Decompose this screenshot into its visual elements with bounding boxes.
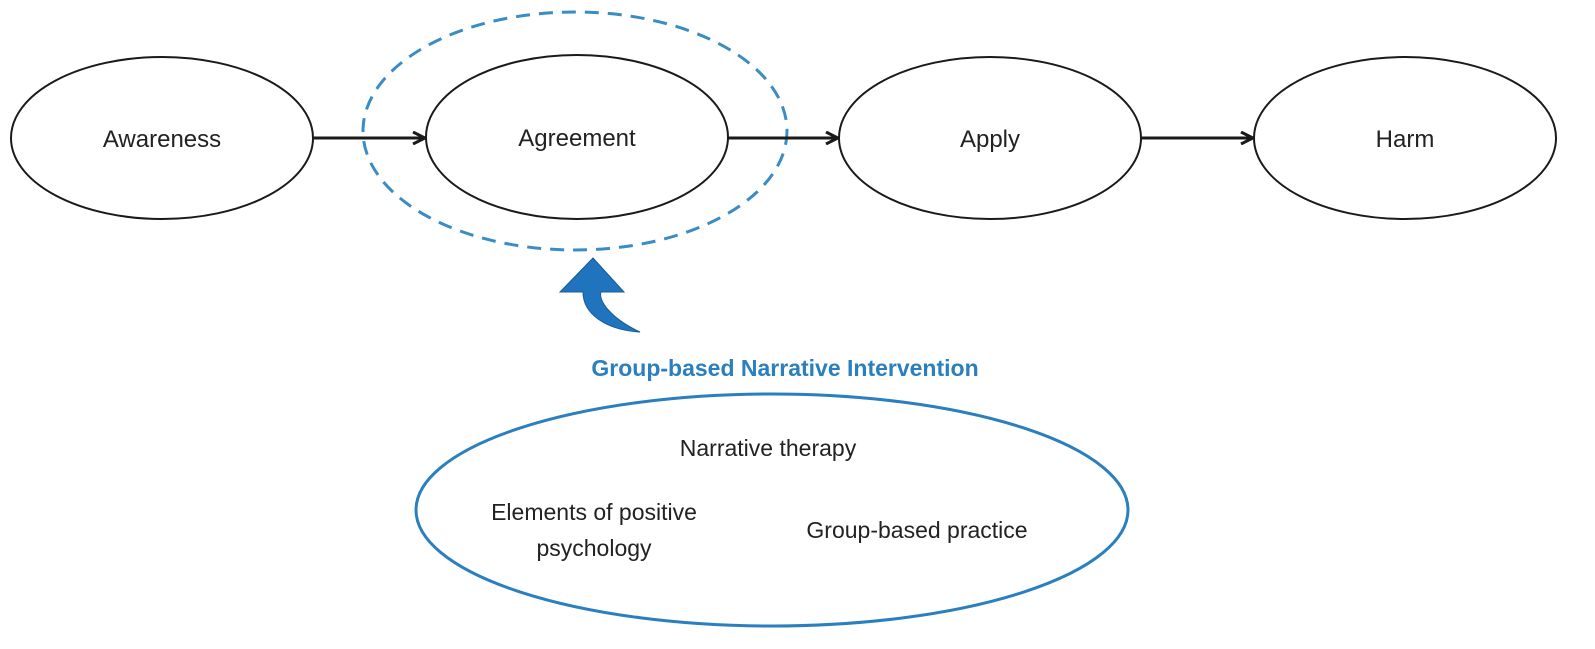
node-harm: Harm: [1253, 56, 1557, 220]
component-positive-psychology-line1: Elements of positive: [491, 499, 697, 525]
node-agreement: Agreement: [425, 54, 729, 220]
node-label-agreement: Agreement: [518, 125, 636, 152]
node-label-apply: Apply: [960, 126, 1020, 153]
node-awareness: Awareness: [10, 56, 314, 220]
intervention-title: Group-based Narrative Intervention: [591, 355, 978, 381]
node-label-awareness: Awareness: [103, 126, 221, 153]
agreement-highlight-ring: [361, 10, 789, 252]
component-group-based-practice: Group-based practice: [806, 517, 1027, 543]
curved-up-arrow-icon: [558, 257, 641, 333]
node-apply: Apply: [838, 56, 1142, 220]
component-narrative-therapy: Narrative therapy: [680, 435, 857, 461]
node-label-harm: Harm: [1376, 126, 1435, 153]
intervention-components-ellipse: [414, 392, 1130, 628]
component-positive-psychology-line2: psychology: [536, 535, 652, 561]
